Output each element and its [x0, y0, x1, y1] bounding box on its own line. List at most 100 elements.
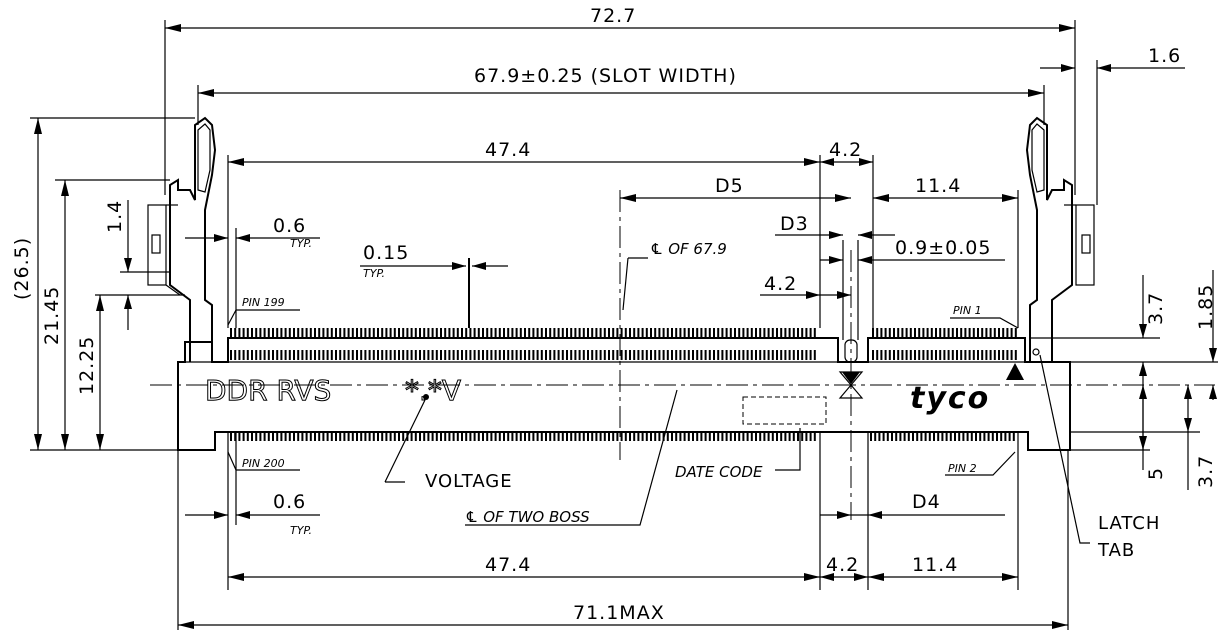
contact-tooth	[624, 432, 627, 441]
contact-tooth	[964, 328, 967, 338]
contact-tooth	[519, 350, 522, 360]
contact-tooth	[759, 432, 762, 441]
contact-tooth	[616, 350, 619, 360]
contact-tooth	[427, 328, 430, 338]
contact-tooth	[918, 328, 921, 338]
contact-tooth	[444, 350, 447, 360]
contact-tooth	[897, 350, 900, 360]
contact-tooth	[431, 350, 434, 360]
contact-tooth	[360, 328, 363, 338]
dim-overall-height: (26.5)	[11, 237, 33, 300]
contact-tooth	[570, 328, 573, 338]
marking-ddr-rvs: DDR RVS	[205, 374, 331, 407]
dim-right-a: 3.7	[1145, 292, 1167, 325]
contact-tooth	[566, 432, 568, 441]
contact-tooth	[330, 350, 333, 360]
contact-tooth	[713, 328, 715, 338]
contact-tooth	[954, 432, 956, 441]
contact-tooth	[654, 328, 657, 338]
contact-tooth	[532, 328, 535, 338]
contact-tooth	[704, 350, 707, 360]
contact-tooth	[364, 350, 367, 360]
contact-tooth	[440, 350, 442, 360]
contact-tooth	[692, 328, 694, 338]
contact-tooth	[293, 432, 295, 441]
contact-tooth	[347, 350, 350, 360]
contact-tooth	[288, 432, 291, 441]
contact-tooth	[343, 328, 346, 338]
contact-tooth	[477, 350, 480, 360]
contact-tooth	[909, 328, 912, 338]
contact-tooth	[469, 328, 472, 338]
contact-tooth	[494, 432, 497, 441]
contact-tooth	[884, 350, 887, 360]
contact-tooth	[381, 328, 384, 338]
contact-tooth	[448, 328, 451, 338]
contact-tooth	[578, 350, 581, 360]
contact-tooth	[410, 432, 413, 441]
contact-tooth	[351, 432, 354, 441]
contact-tooth	[629, 328, 631, 338]
contact-tooth	[494, 328, 497, 338]
contact-tooth	[276, 328, 279, 338]
contact-tooth	[263, 432, 266, 441]
left-latch	[147, 116, 217, 362]
contact-tooth	[603, 432, 606, 441]
contact-tooth	[599, 328, 602, 338]
contact-tooth	[1014, 350, 1017, 360]
contact-tooth	[641, 328, 644, 338]
contact-tooth	[801, 432, 804, 441]
contact-tooth	[629, 350, 631, 360]
contact-tooth	[746, 432, 749, 441]
contact-tooth	[461, 350, 463, 360]
contact-tooth	[330, 432, 333, 441]
contact-tooth	[949, 432, 952, 441]
contact-tooth	[393, 432, 396, 441]
contact-tooth	[813, 328, 816, 338]
contact-tooth	[255, 432, 258, 441]
contact-tooth	[951, 328, 954, 338]
dim-short-span-top: 11.4	[915, 175, 961, 197]
contact-tooth	[490, 432, 493, 441]
contact-tooth	[933, 432, 935, 441]
contact-tooth	[314, 432, 316, 441]
contact-tooth	[423, 432, 426, 441]
contact-tooth	[797, 350, 799, 360]
contact-tooth	[759, 350, 762, 360]
contact-tooth	[545, 328, 547, 338]
contact-tooth	[935, 350, 937, 360]
contact-tooth	[230, 328, 232, 338]
dim-key-gap-top: 4.2	[829, 139, 862, 161]
contact-tooth	[1006, 328, 1009, 338]
contact-tooth	[230, 350, 232, 360]
contact-tooth	[608, 432, 610, 441]
contact-tooth	[553, 432, 556, 441]
contact-tooth	[650, 350, 652, 360]
extension-lines	[30, 20, 1218, 630]
contact-tooth	[490, 328, 493, 338]
centerline-67-9: ℄ OF 67.9	[650, 240, 727, 258]
contact-tooth	[880, 328, 883, 338]
contact-tooth	[909, 350, 912, 360]
contact-tooth	[884, 328, 887, 338]
contact-tooth	[297, 432, 300, 441]
contact-tooth	[545, 432, 547, 441]
contact-tooth	[662, 432, 665, 441]
contact-tooth	[414, 328, 417, 338]
contact-tooth	[561, 328, 564, 338]
contact-tooth	[398, 350, 400, 360]
contact-tooth	[985, 350, 988, 360]
contact-tooth	[603, 350, 606, 360]
contact-tooth	[930, 350, 933, 360]
contact-tooth	[970, 432, 973, 441]
contact-tooth	[620, 432, 623, 441]
contact-tooth	[566, 350, 568, 360]
contact-tooth	[318, 328, 321, 338]
contact-tooth	[717, 328, 720, 338]
dim-pitch-top: 0.6	[273, 215, 306, 237]
contact-tooth	[419, 328, 421, 338]
contact-tooth	[926, 350, 929, 360]
contact-tooth	[797, 328, 799, 338]
contact-tooth	[675, 432, 678, 441]
contact-tooth	[658, 328, 661, 338]
